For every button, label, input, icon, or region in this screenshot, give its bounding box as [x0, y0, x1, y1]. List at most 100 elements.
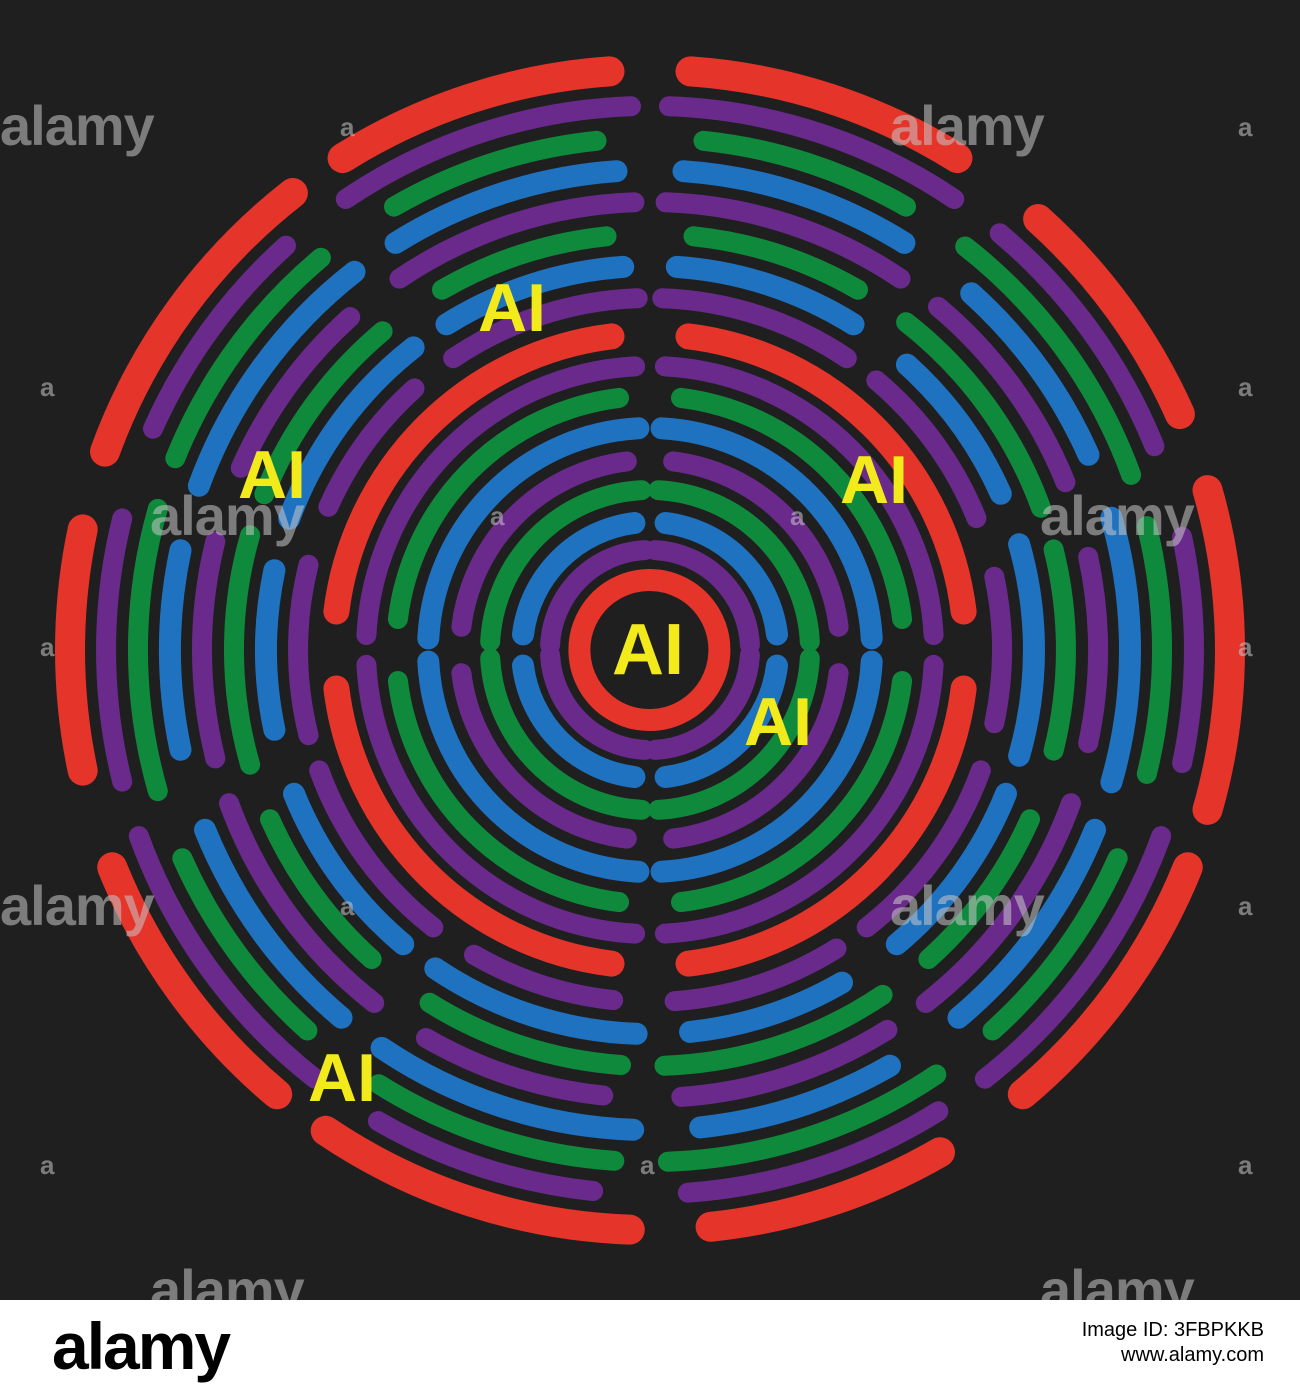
radial-pattern	[55, 56, 1245, 1245]
outer-arc	[96, 508, 133, 792]
watermark-mark: a	[1238, 1150, 1253, 1180]
artwork: AI AI AI AI AI AI alamy alamy alamy alam…	[0, 56, 1253, 1318]
inner-arc	[650, 417, 883, 650]
site-url[interactable]: www.alamy.com	[1121, 1344, 1264, 1366]
inner-arc	[654, 512, 788, 646]
outer-arc	[1007, 852, 1203, 1110]
watermark-mark: a	[1238, 372, 1253, 402]
outer-arc	[187, 260, 366, 497]
inner-arc	[663, 663, 849, 849]
outer-arc	[982, 848, 1128, 1041]
outer-arc	[1100, 506, 1141, 794]
inner-arc	[645, 645, 760, 760]
ai-label-center: AI	[612, 610, 684, 690]
outer-arc	[368, 1074, 625, 1171]
ai-label-left: AI	[238, 437, 306, 513]
outer-arc	[1023, 204, 1195, 430]
inner-arc	[512, 512, 646, 646]
outer-arc	[928, 296, 1076, 493]
outer-arc	[443, 288, 648, 369]
outer-arc	[960, 282, 1100, 466]
outer-arc	[327, 56, 625, 174]
outer-arc	[128, 826, 326, 1089]
outer-arc	[683, 226, 868, 300]
inner-arc	[654, 654, 944, 944]
watermark-logo: alamy	[890, 94, 1045, 157]
inner-arc	[675, 675, 977, 977]
outer-arc	[192, 531, 226, 769]
outer-arc	[665, 255, 865, 336]
watermark-mark: a	[340, 891, 355, 921]
inner-arc	[417, 650, 650, 883]
watermark-mark: a	[1238, 632, 1253, 662]
inner-arc	[451, 451, 637, 637]
footer-image-info: Image ID: 3FBPKKB www.alamy.com	[1082, 1318, 1264, 1368]
watermark-mark: a	[640, 1150, 655, 1180]
outer-arc	[693, 130, 916, 217]
outer-arc	[310, 1115, 645, 1245]
inner-arc	[387, 671, 629, 913]
outer-arc	[947, 818, 1106, 1029]
outer-arc	[974, 826, 1172, 1089]
inner-arc	[323, 323, 625, 625]
outer-arc	[1136, 516, 1173, 784]
outer-arc	[309, 760, 444, 938]
outer-arc	[1192, 475, 1245, 825]
watermark-logo: alamy	[0, 874, 155, 937]
image-id: Image ID: 3FBPKKB	[1081, 1319, 1264, 1341]
outer-arc	[856, 760, 991, 938]
inner-arc	[671, 671, 913, 913]
outer-arc	[677, 1101, 949, 1203]
outer-arc	[915, 793, 1081, 1013]
inner-arc	[540, 645, 655, 760]
outer-arc	[1008, 533, 1045, 767]
inner-arc	[387, 387, 629, 629]
outer-arc	[655, 192, 911, 289]
outer-arc	[654, 984, 893, 1076]
outer-arc	[278, 336, 425, 530]
watermark-mark: a	[40, 372, 55, 402]
watermark-mark: a	[790, 501, 805, 531]
inner-arc	[323, 675, 625, 977]
outer-arc	[671, 1019, 898, 1107]
watermark-mark: a	[40, 1150, 55, 1180]
outer-arc	[895, 353, 1012, 505]
outer-arc	[1172, 526, 1204, 774]
outer-arc	[368, 1111, 604, 1201]
watermark-logo: alamy	[150, 484, 305, 547]
outer-arc	[672, 160, 916, 254]
outer-arc	[90, 178, 308, 467]
inner-arc	[654, 654, 788, 788]
inner-arc	[650, 650, 883, 883]
outer-arc	[219, 793, 385, 1013]
core-ring	[568, 569, 731, 731]
outer-arc	[230, 307, 361, 478]
inner-arc	[654, 356, 944, 646]
outer-arc	[97, 852, 293, 1110]
outer-arc	[384, 160, 628, 254]
watermark-mark: a	[340, 112, 355, 142]
outer-arc	[384, 130, 607, 217]
inner-arc	[512, 654, 646, 788]
footer-logo[interactable]: alamy	[52, 1309, 231, 1383]
outer-arc	[989, 223, 1165, 457]
watermark-mark: a	[1238, 112, 1253, 142]
outer-arc	[172, 848, 318, 1041]
outer-arc	[255, 559, 286, 741]
inner-arc	[675, 323, 977, 625]
outer-arc	[866, 370, 987, 529]
outer-arc	[435, 255, 635, 336]
outer-arc	[318, 378, 425, 517]
inner-arc	[451, 663, 637, 849]
outer-arc	[283, 782, 415, 956]
watermark-logo: alamy	[0, 94, 155, 157]
outer-arc	[424, 957, 648, 1045]
outer-arc	[464, 944, 624, 1011]
outer-arc	[419, 992, 631, 1075]
outer-arc	[389, 192, 645, 289]
outer-arc	[652, 288, 857, 369]
outer-arc	[335, 96, 641, 209]
inner-arc	[648, 480, 820, 652]
outer-arc	[679, 971, 853, 1043]
outer-arc	[689, 1054, 901, 1139]
